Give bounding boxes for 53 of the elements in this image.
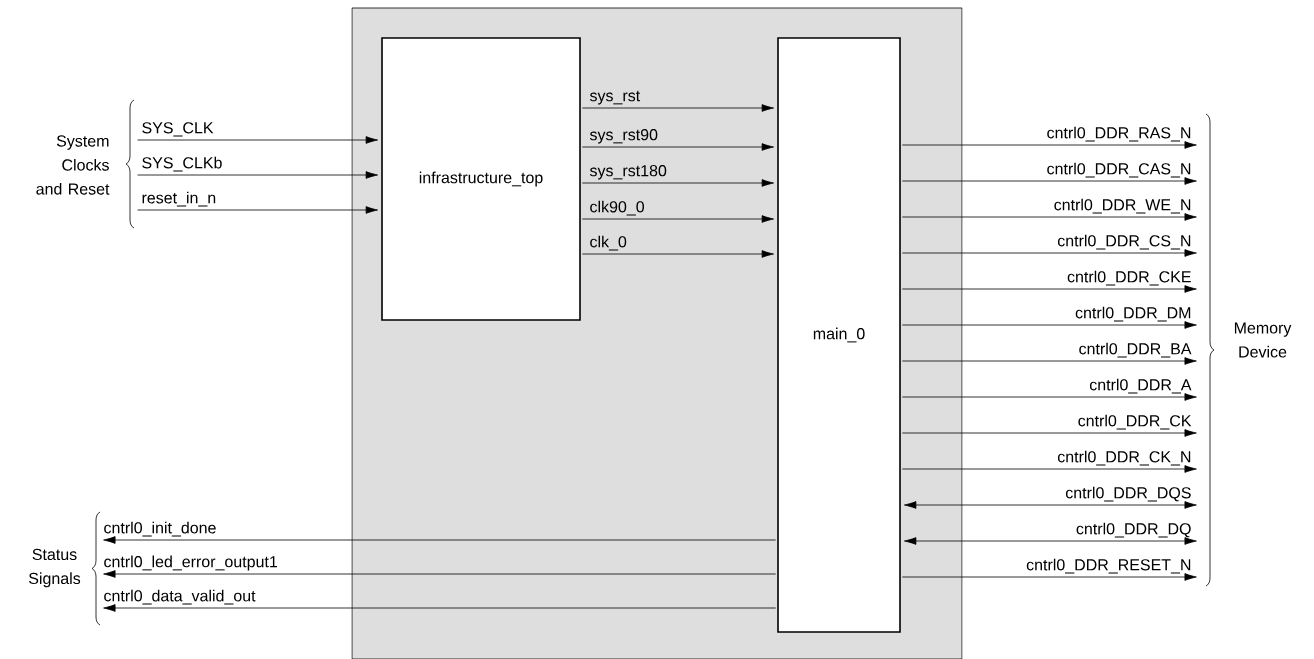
signal-label: cntrl0_DDR_CK bbox=[1078, 414, 1192, 430]
braced-group-label: Status Signals bbox=[29, 511, 101, 626]
signal-label: cntrl0_DDR_CS_N bbox=[1057, 234, 1191, 250]
signal-label: SYS_CLK bbox=[142, 122, 214, 137]
arrow bbox=[581, 143, 774, 151]
arrow bbox=[901, 573, 1197, 581]
signal-label: cntrl0_DDR_DM bbox=[1075, 306, 1191, 322]
arrow bbox=[103, 570, 777, 578]
signal-label: cntrl0_DDR_WE_N bbox=[1054, 198, 1191, 214]
arrow bbox=[581, 250, 774, 258]
arrow bbox=[901, 141, 1197, 149]
signal-label: cntrl0_DDR_RAS_N bbox=[1047, 126, 1191, 142]
signal-label: reset_in_n bbox=[142, 191, 216, 207]
signal-label: cntrl0_DDR_CAS_N bbox=[1047, 162, 1191, 178]
signal-label: cntrl0_init_done bbox=[104, 521, 216, 537]
arrow bbox=[103, 604, 777, 612]
arrow bbox=[137, 171, 378, 179]
arrow bbox=[901, 393, 1197, 401]
arrow bbox=[901, 321, 1197, 329]
arrow bbox=[137, 206, 378, 214]
arrow bbox=[904, 501, 1197, 509]
signal-label: cntrl0_DDR_A bbox=[1089, 378, 1192, 394]
arrow bbox=[901, 213, 1197, 221]
signal-label: cntrl0_DDR_CKE bbox=[1067, 270, 1191, 286]
arrow bbox=[901, 429, 1197, 437]
arrow bbox=[581, 215, 774, 223]
arrow bbox=[103, 536, 777, 544]
arrow bbox=[581, 104, 774, 112]
arrow bbox=[901, 285, 1197, 293]
block-box: main_0 bbox=[777, 37, 901, 633]
signal-label: sys_rst90 bbox=[589, 129, 658, 144]
braced-group-label: Memory Device bbox=[1205, 113, 1292, 587]
arrow bbox=[581, 179, 774, 187]
signal-label: cntrl0_DDR_DQS bbox=[1065, 486, 1191, 502]
signal-label: cntrl0_DDR_CK_N bbox=[1057, 450, 1191, 466]
signal-label: SYS_CLKb bbox=[142, 156, 222, 172]
signal-label: clk90_0 bbox=[590, 200, 644, 216]
braced-group-label: System Clocks and Reset bbox=[36, 99, 135, 229]
arrow bbox=[901, 249, 1197, 257]
arrow bbox=[901, 465, 1197, 473]
signal-label: cntrl0_DDR_BA bbox=[1079, 342, 1192, 358]
signal-label: cntrl0_data_valid_out bbox=[104, 589, 256, 605]
signal-label: sys_rst180 bbox=[589, 165, 667, 180]
arrow bbox=[904, 537, 1197, 545]
signal-label: cntrl0_DDR_RESET_N bbox=[1026, 558, 1191, 574]
arrow bbox=[901, 177, 1197, 185]
signal-label: cntrl0_DDR_DQ bbox=[1076, 522, 1191, 538]
signal-label: sys_rst bbox=[589, 90, 641, 105]
arrow bbox=[901, 357, 1197, 365]
block-box: infrastructure_top bbox=[381, 37, 581, 321]
arrow bbox=[137, 136, 378, 144]
signal-label: cntrl0_led_error_output1 bbox=[104, 555, 277, 571]
signal-label: clk_0 bbox=[590, 235, 627, 251]
